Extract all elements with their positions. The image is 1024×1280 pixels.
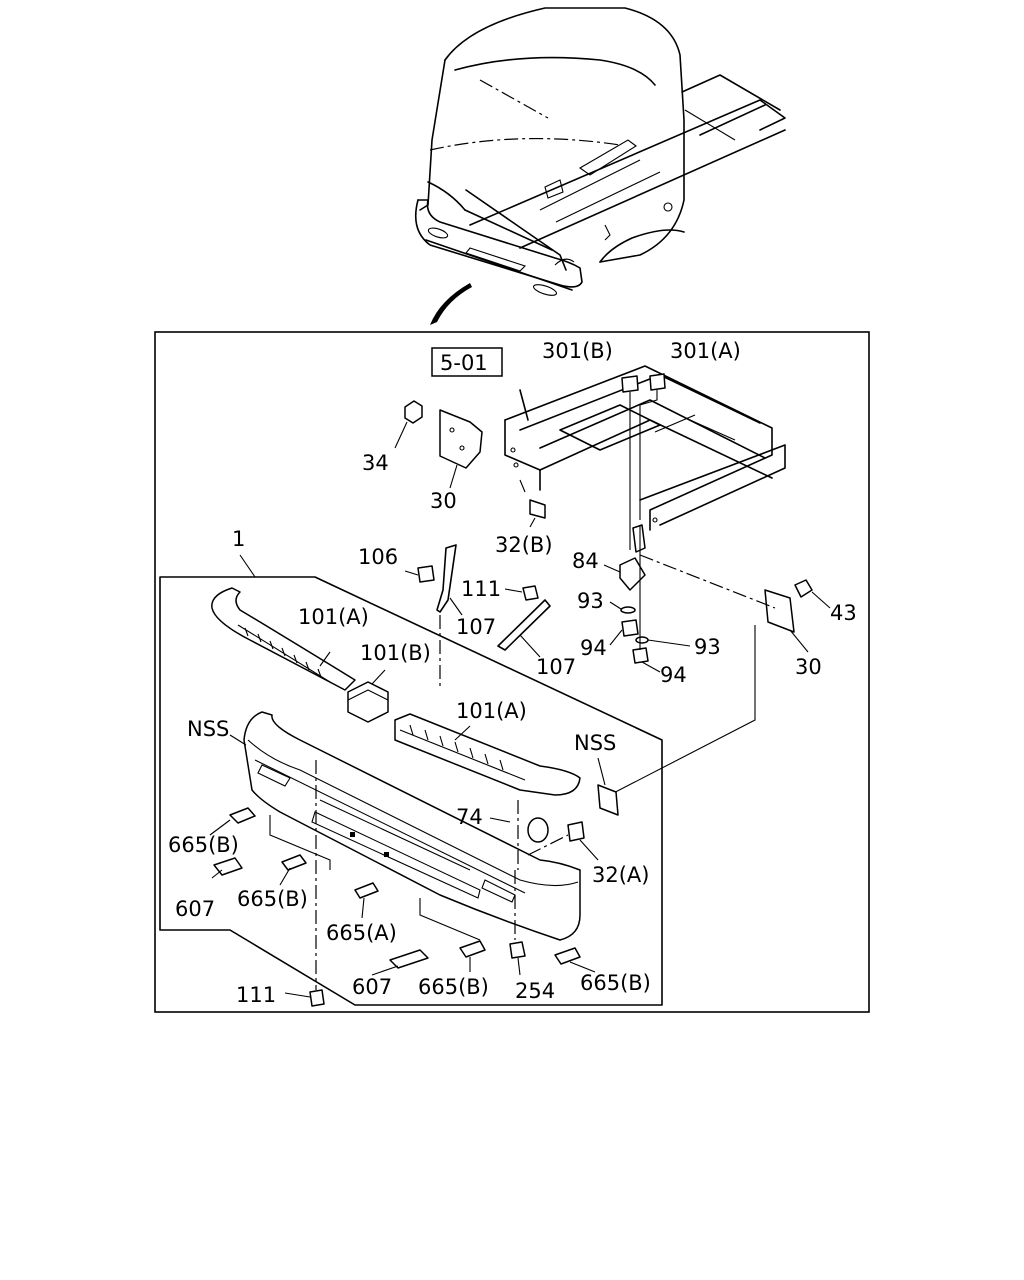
- pointer-arrow-icon: [430, 283, 472, 325]
- callout-665b-4: 665(B): [580, 971, 651, 995]
- callout-43: 43: [830, 601, 857, 625]
- callout-107-a: 107: [456, 615, 496, 639]
- callout-30-right: 30: [795, 655, 822, 679]
- part-107-rod-2: [497, 599, 551, 651]
- detail-frame: [154, 331, 870, 1013]
- callout-32a: 32(A): [592, 863, 649, 887]
- callout-84: 84: [572, 549, 599, 573]
- callout-106: 106: [358, 545, 398, 569]
- part-665a-plate: [354, 882, 379, 899]
- part-111-nut-bottom: [309, 989, 325, 1007]
- callout-665b-2: 665(B): [237, 887, 308, 911]
- callout-101b: 101(B): [360, 641, 431, 665]
- callout-111-top: 111: [461, 577, 501, 601]
- part-94-nut-2: [632, 647, 649, 664]
- truck-overview-illustration: [414, 7, 786, 325]
- callout-101a-top: 101(A): [298, 605, 369, 629]
- reference-box: [431, 347, 503, 377]
- callout-607-1: 607: [175, 897, 215, 921]
- leader-lines: [209, 421, 831, 998]
- part-665b-plate: [229, 807, 256, 824]
- callout-101a-mid: 101(A): [456, 699, 527, 723]
- part-101b-block: [347, 681, 389, 723]
- callout-107-b: 107: [536, 655, 576, 679]
- callout-301b: 301(B): [542, 339, 613, 363]
- part-101a-absorber-2: [394, 713, 581, 796]
- part-34-nut: [404, 400, 423, 424]
- part-254-nut: [509, 941, 526, 959]
- part-84-stay: [619, 557, 646, 591]
- callout-34: 34: [362, 451, 389, 475]
- reference-box-label: 5-01: [440, 351, 488, 375]
- part-665b-plate-2: [281, 854, 307, 871]
- part-74-clip: [527, 817, 549, 843]
- callout-665b-3: 665(B): [418, 975, 489, 999]
- callout-665a: 665(A): [326, 921, 397, 945]
- callout-74: 74: [456, 805, 483, 829]
- part-106-bolt: [417, 565, 435, 583]
- callout-607-2: 607: [352, 975, 392, 999]
- part-665b-plate-4: [554, 947, 581, 965]
- label-nss-left: NSS: [187, 717, 229, 741]
- part-30-bracket: [439, 409, 483, 469]
- part-111-nut: [522, 585, 539, 601]
- nss-bracket: [597, 784, 619, 816]
- part-301a-bolt: [649, 373, 666, 391]
- bumper-main: [243, 711, 581, 941]
- callout-254: 254: [515, 979, 555, 1003]
- part-301b-bolt: [621, 375, 639, 393]
- assembly-1-outline: [159, 576, 663, 1006]
- part-665b-plate-3: [459, 940, 486, 958]
- part-93-washer-2: [635, 636, 649, 644]
- part-32b-bolt: [529, 499, 546, 519]
- part-101a-absorber: [211, 587, 356, 691]
- part-30-bracket-right: [764, 589, 795, 633]
- chassis-frame: [504, 365, 786, 531]
- part-94-nut: [621, 619, 639, 637]
- part-43-nut: [794, 579, 813, 598]
- callout-30-top: 30: [430, 489, 457, 513]
- part-93-washer: [620, 606, 636, 614]
- part-607-plate-2: [389, 949, 429, 969]
- callout-94-b: 94: [660, 663, 687, 687]
- label-nss-right: NSS: [574, 731, 616, 755]
- callout-1: 1: [232, 527, 245, 551]
- part-107-rod: [436, 544, 457, 613]
- callout-94-a: 94: [580, 636, 607, 660]
- callout-111-bottom: 111: [236, 983, 276, 1007]
- callout-93-b: 93: [694, 635, 721, 659]
- part-84-stay-upper: [632, 524, 646, 553]
- callout-32b: 32(B): [495, 533, 553, 557]
- callout-93-a: 93: [577, 589, 604, 613]
- callout-301a: 301(A): [670, 339, 741, 363]
- callout-665b-1: 665(B): [168, 833, 239, 857]
- callout-labels: 301(B) 301(A) 34 30 32(B) 1 106 107 111 …: [168, 339, 857, 1007]
- part-32a-bolt: [567, 821, 585, 842]
